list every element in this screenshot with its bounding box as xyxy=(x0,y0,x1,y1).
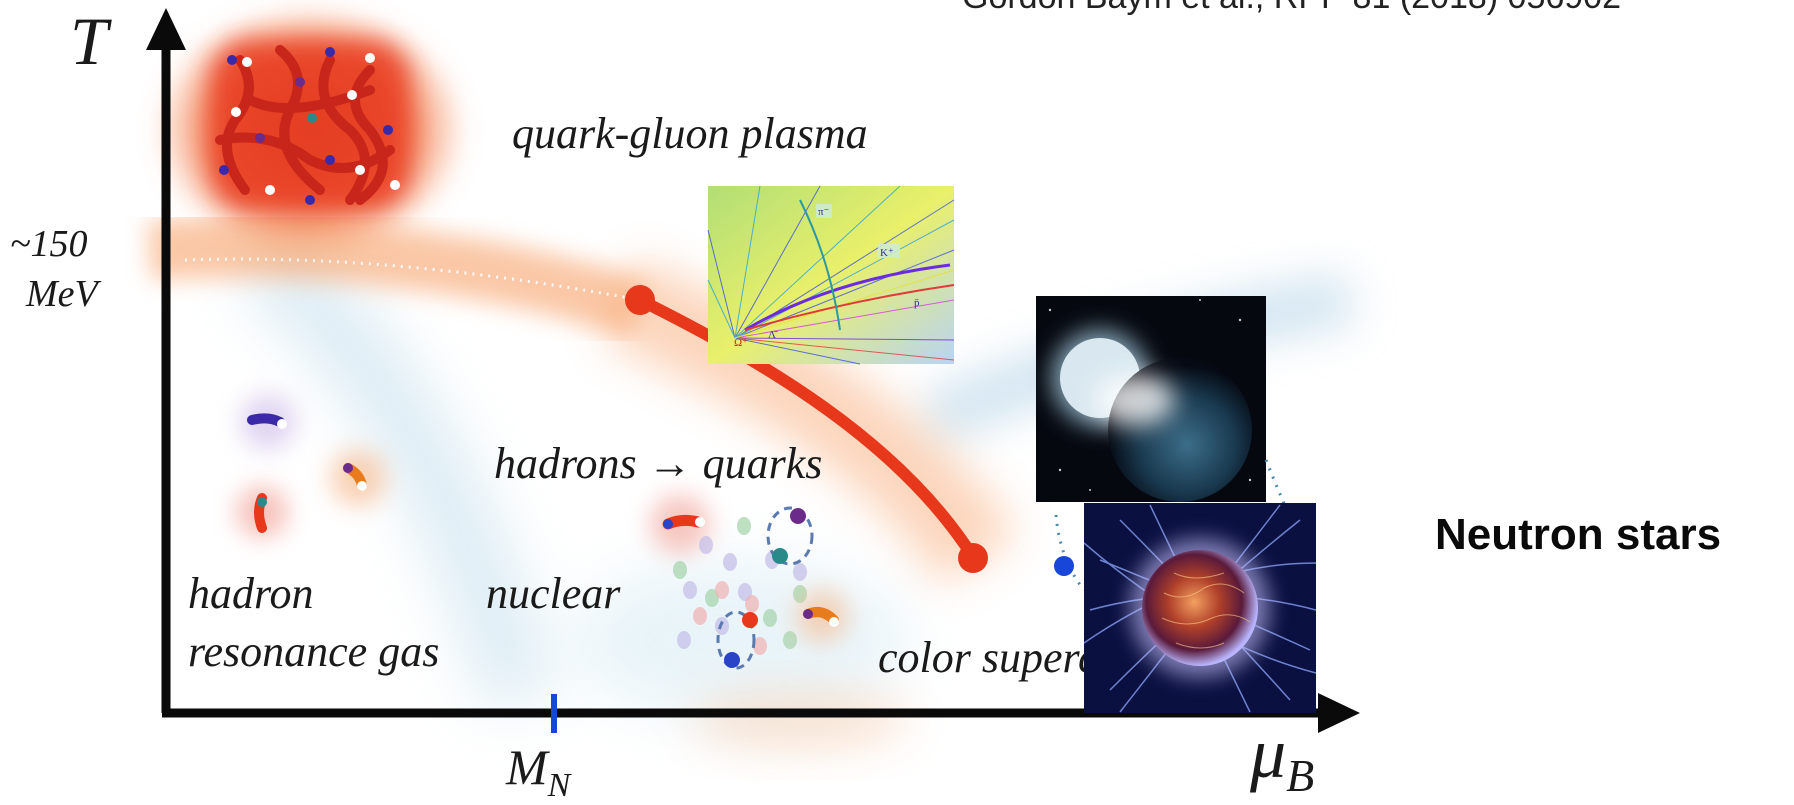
x-axis-label: μB xyxy=(1250,712,1314,802)
region-hadron-label-line1: hadron xyxy=(188,569,314,618)
critical-point-marker xyxy=(625,285,655,315)
hadron-boundary-band xyxy=(239,231,554,710)
region-hadron-label-line2: resonance gas xyxy=(188,627,440,676)
crossover-band xyxy=(148,218,650,339)
nuclear-particles xyxy=(650,494,848,670)
endpoint-marker xyxy=(958,543,988,573)
hadron-particles xyxy=(236,394,386,538)
collision-event-image xyxy=(707,185,955,365)
collision-label-pi: π⁻ xyxy=(818,206,830,218)
region-transition-label: hadrons → quarks xyxy=(494,439,823,488)
citation: Gordon Baym et al., RPP 81 (2018) 056902 xyxy=(962,0,1621,17)
x-tick-sub: N xyxy=(547,766,571,804)
y-axis-label: T xyxy=(70,3,108,79)
y-tick-value: ~150 xyxy=(10,223,88,265)
y-axis-arrowhead xyxy=(146,8,186,50)
ns-marker xyxy=(1054,556,1074,576)
collision-label-lambda: Λ̄ xyxy=(768,329,778,341)
ns-dotted-line-left xyxy=(1054,514,1086,591)
neutron-stars-label: Neutron stars xyxy=(1435,510,1722,559)
y-tick-unit: MeV xyxy=(26,273,98,315)
qgp-fireball xyxy=(160,10,460,250)
x-tick-label: MN xyxy=(506,738,570,805)
critical-line xyxy=(634,294,981,566)
region-qgp-label: quark-gluon plasma xyxy=(512,109,868,158)
x-axis-sub: B xyxy=(1286,749,1315,801)
bottom-orange-glow xyxy=(690,690,910,750)
neutron-star-merger-image xyxy=(1036,296,1266,502)
x-axis-arrowhead xyxy=(1318,693,1360,733)
x-axis-main: μ xyxy=(1250,713,1287,793)
collision-label-pbar: p̄ xyxy=(914,297,920,309)
collision-label-k: K⁺ xyxy=(880,247,894,259)
region-nuclear-label: nuclear xyxy=(486,569,621,618)
magnetar-overlay xyxy=(1084,503,1316,713)
x-tick-main: M xyxy=(506,739,548,795)
collision-label-omega: Ω⁺ xyxy=(734,337,748,349)
background-bands xyxy=(239,231,1354,750)
